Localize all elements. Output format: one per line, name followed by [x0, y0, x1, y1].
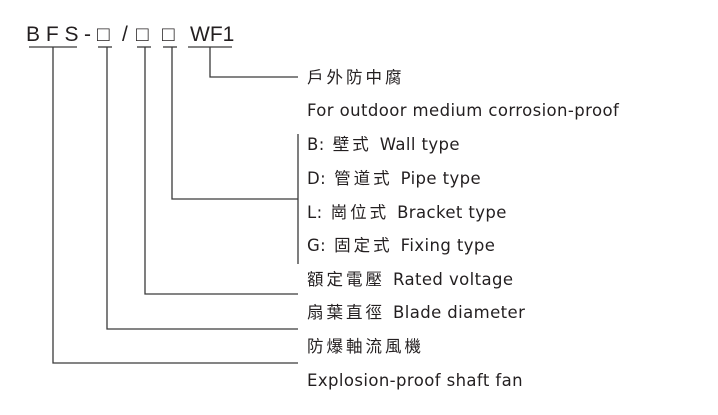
code-dash: -: [84, 23, 91, 46]
code-slash: /: [122, 23, 128, 46]
label-bracket-type: L: 崗位式 Bracket type: [307, 202, 507, 224]
label-en: Wall type: [379, 135, 460, 154]
label-outdoor-zh: 戶外防中腐: [307, 67, 413, 89]
code-box1: □: [97, 23, 110, 46]
label-en: For outdoor medium corrosion-proof: [307, 101, 620, 120]
label-zh: 壁式: [332, 135, 372, 154]
leader-voltage: [144, 47, 298, 295]
label-key: L:: [307, 203, 323, 222]
label-rated-voltage: 額定電壓 Rated voltage: [307, 269, 513, 291]
label-fixing-type: G: 固定式 Fixing type: [307, 235, 495, 257]
label-en: Pipe type: [400, 169, 482, 188]
leader-type: [171, 47, 298, 200]
label-key: D:: [307, 169, 327, 188]
label-blade-diameter: 扇葉直徑 Blade diameter: [307, 302, 525, 324]
leader-wf1: [209, 47, 298, 78]
label-en: Rated voltage: [393, 270, 514, 289]
code-box3: □: [162, 23, 175, 46]
label-zh: 戶外防中腐: [307, 68, 405, 87]
code-box2: □: [136, 23, 149, 46]
label-en: Bracket type: [397, 203, 507, 222]
label-en: Blade diameter: [393, 303, 526, 322]
label-en: Explosion-proof shaft fan: [307, 371, 523, 390]
label-zh: 扇葉直徑: [307, 303, 385, 322]
leader-diameter: [106, 47, 298, 330]
code-prefix: B F S: [26, 23, 79, 46]
label-zh: 固定式: [334, 236, 393, 255]
label-pipe-type: D: 管道式 Pipe type: [307, 168, 481, 190]
label-en: Fixing type: [400, 236, 496, 255]
label-outdoor-en: For outdoor medium corrosion-proof: [307, 100, 619, 122]
label-zh: 防爆軸流風機: [307, 337, 424, 356]
label-fan-zh: 防爆軸流風機: [307, 336, 432, 358]
label-zh: 管道式: [334, 169, 393, 188]
label-key: G:: [307, 236, 327, 255]
label-zh: 崗位式: [330, 203, 390, 222]
label-key: B:: [307, 135, 325, 154]
label-wall-type: B: 壁式 Wall type: [307, 134, 460, 156]
label-zh: 額定電壓: [307, 270, 385, 289]
code-suffix: WF1: [190, 23, 235, 46]
leader-bfs: [52, 47, 298, 364]
label-fan-en: Explosion-proof shaft fan: [307, 370, 523, 392]
